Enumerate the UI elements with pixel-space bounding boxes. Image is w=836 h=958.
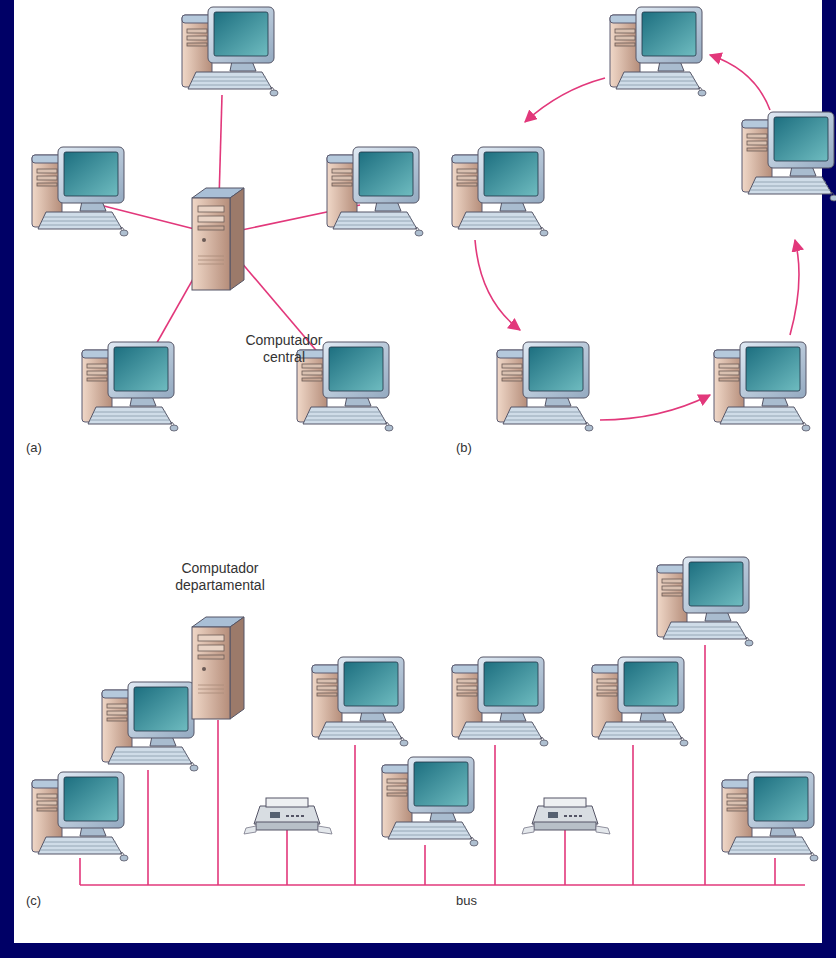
figure-letter: (a) (26, 440, 42, 456)
server-computer: Computador departamental (160, 560, 280, 725)
node-label: Computador departamental (160, 560, 280, 594)
figure-letter: (b) (456, 440, 472, 456)
figure-letter: (c) (26, 893, 41, 909)
bus-label: bus (456, 893, 477, 909)
server-computer: Computador central (190, 186, 330, 376)
node-label: Computador central (238, 332, 330, 366)
tower-computer (190, 615, 246, 723)
tower-computer (190, 186, 246, 294)
